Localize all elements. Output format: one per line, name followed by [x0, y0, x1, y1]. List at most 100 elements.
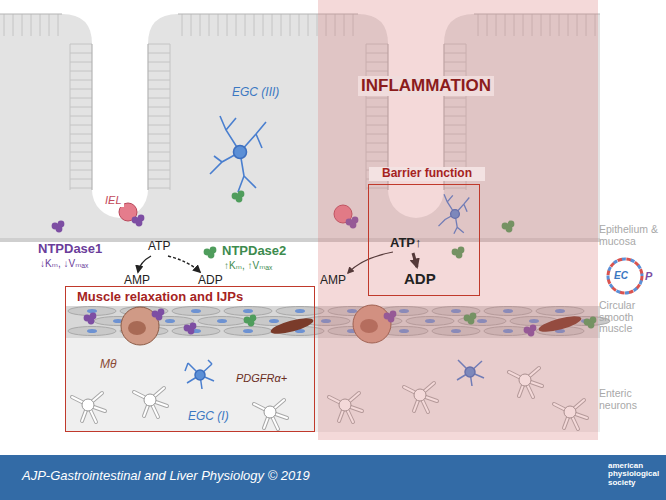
- cell-label: PDGFRα+: [234, 372, 289, 385]
- muscle-nucleus: [217, 319, 227, 323]
- cell-border: [70, 98, 92, 99]
- cell-border: [148, 44, 170, 45]
- cell-label: EC: [614, 270, 628, 282]
- neuron-body: [82, 399, 94, 411]
- enzyme-lobe: [248, 320, 255, 327]
- cell-border: [70, 170, 92, 171]
- cell-border: [70, 89, 92, 90]
- cell-border: [218, 14, 219, 36]
- cell-border: [4, 14, 5, 36]
- layer-label: Circular smooth muscle: [599, 300, 661, 335]
- macrophage: [121, 307, 159, 345]
- cell-border: [40, 14, 41, 36]
- cell-border: [70, 143, 92, 144]
- hydrolysis-arrow: [138, 256, 151, 272]
- basal-border: [70, 44, 71, 190]
- enzyme-marker: [184, 323, 197, 335]
- muscle-cell: [276, 307, 324, 316]
- cell-border: [200, 14, 201, 36]
- cell-border: [182, 14, 183, 36]
- cell-border: [13, 14, 14, 36]
- cell-border: [70, 71, 92, 72]
- kinetics-note: ↓Kₘ, ↓Vₘₐₓ: [40, 258, 88, 270]
- pdgfra-cell: [269, 315, 314, 337]
- neurite: [134, 388, 167, 417]
- journal-credit: AJP-Gastrointestinal and Liver Physiolog…: [22, 469, 310, 484]
- box-title: Barrier function: [369, 167, 485, 181]
- cell-border: [148, 89, 170, 90]
- macrophage-nucleus: [128, 321, 146, 335]
- cell-border: [227, 14, 228, 36]
- enzyme-lobe: [236, 196, 243, 203]
- vessel-ring: [608, 259, 642, 293]
- cell-border: [148, 188, 170, 189]
- enzyme-marker: [84, 313, 97, 325]
- enzyme-marker: [132, 215, 145, 227]
- cell-border: [70, 134, 92, 135]
- enzyme-name: NTPDase2: [222, 244, 286, 259]
- cell-border: [245, 14, 246, 36]
- cell-border: [70, 116, 92, 117]
- enzyme-lobe: [188, 328, 195, 335]
- muscle-nucleus: [87, 309, 97, 313]
- cell-label: EGC (I): [186, 410, 231, 424]
- cell-border: [148, 161, 170, 162]
- neurite: [72, 393, 105, 422]
- glial-branches: [210, 116, 266, 192]
- cell-border: [272, 14, 273, 36]
- cell-border: [70, 53, 92, 54]
- kinetics-note: ↑Kₘ, ↑Vₘₐₓ: [224, 260, 272, 272]
- nucleotide-label: ADP: [198, 274, 223, 288]
- neuron-body: [264, 406, 276, 418]
- enzyme-marker: [244, 315, 257, 327]
- enzyme-marker: [152, 309, 165, 321]
- cell-border: [148, 170, 170, 171]
- enzyme-marker: [52, 221, 65, 233]
- neurite: [254, 400, 287, 429]
- cell-border: [148, 143, 170, 144]
- cell-border: [70, 107, 92, 108]
- glial-cell: [210, 116, 266, 192]
- region-title: INFLAMMATION: [358, 76, 494, 96]
- cell-border: [49, 14, 50, 36]
- box-title: Muscle relaxation and IJPs: [74, 290, 246, 305]
- enzyme-lobe: [156, 314, 163, 321]
- hydrolysis-arrow: [168, 256, 200, 272]
- neuron: [134, 388, 167, 417]
- cell-border: [148, 116, 170, 117]
- cell-border: [148, 107, 170, 108]
- macrophage-body: [121, 307, 159, 345]
- layer-label: Epithelium & mucosa: [599, 224, 661, 247]
- cell-border: [148, 125, 170, 126]
- nucleotide-label: AMP: [320, 274, 346, 288]
- cell-border: [148, 53, 170, 54]
- nucleotide-label: AMP: [124, 274, 150, 288]
- cell-label: EGC (III): [232, 86, 279, 100]
- endothelial-cell: [608, 259, 642, 293]
- enzyme-lobe: [88, 318, 95, 325]
- cell-border: [209, 14, 210, 36]
- neuron: [72, 393, 105, 422]
- cell-label: IEL: [103, 194, 124, 207]
- muscle-cell: [198, 317, 246, 326]
- glial-body: [234, 146, 247, 159]
- apical-border: [91, 44, 92, 190]
- basal-border: [170, 44, 171, 190]
- neurite: [254, 400, 287, 429]
- muscle-nucleus: [243, 329, 253, 333]
- cell-border: [70, 161, 92, 162]
- cell-border: [281, 14, 282, 36]
- cell-border: [70, 80, 92, 81]
- cell-label: Mθ: [98, 358, 119, 372]
- cell-border: [236, 14, 237, 36]
- cell-border: [148, 62, 170, 63]
- enzyme-lobe: [56, 226, 63, 233]
- apical-border: [147, 44, 148, 190]
- cell-border: [70, 152, 92, 153]
- cell-border: [308, 14, 309, 36]
- cell-border: [263, 14, 264, 36]
- layer-label: Enteric neurons: [599, 388, 661, 411]
